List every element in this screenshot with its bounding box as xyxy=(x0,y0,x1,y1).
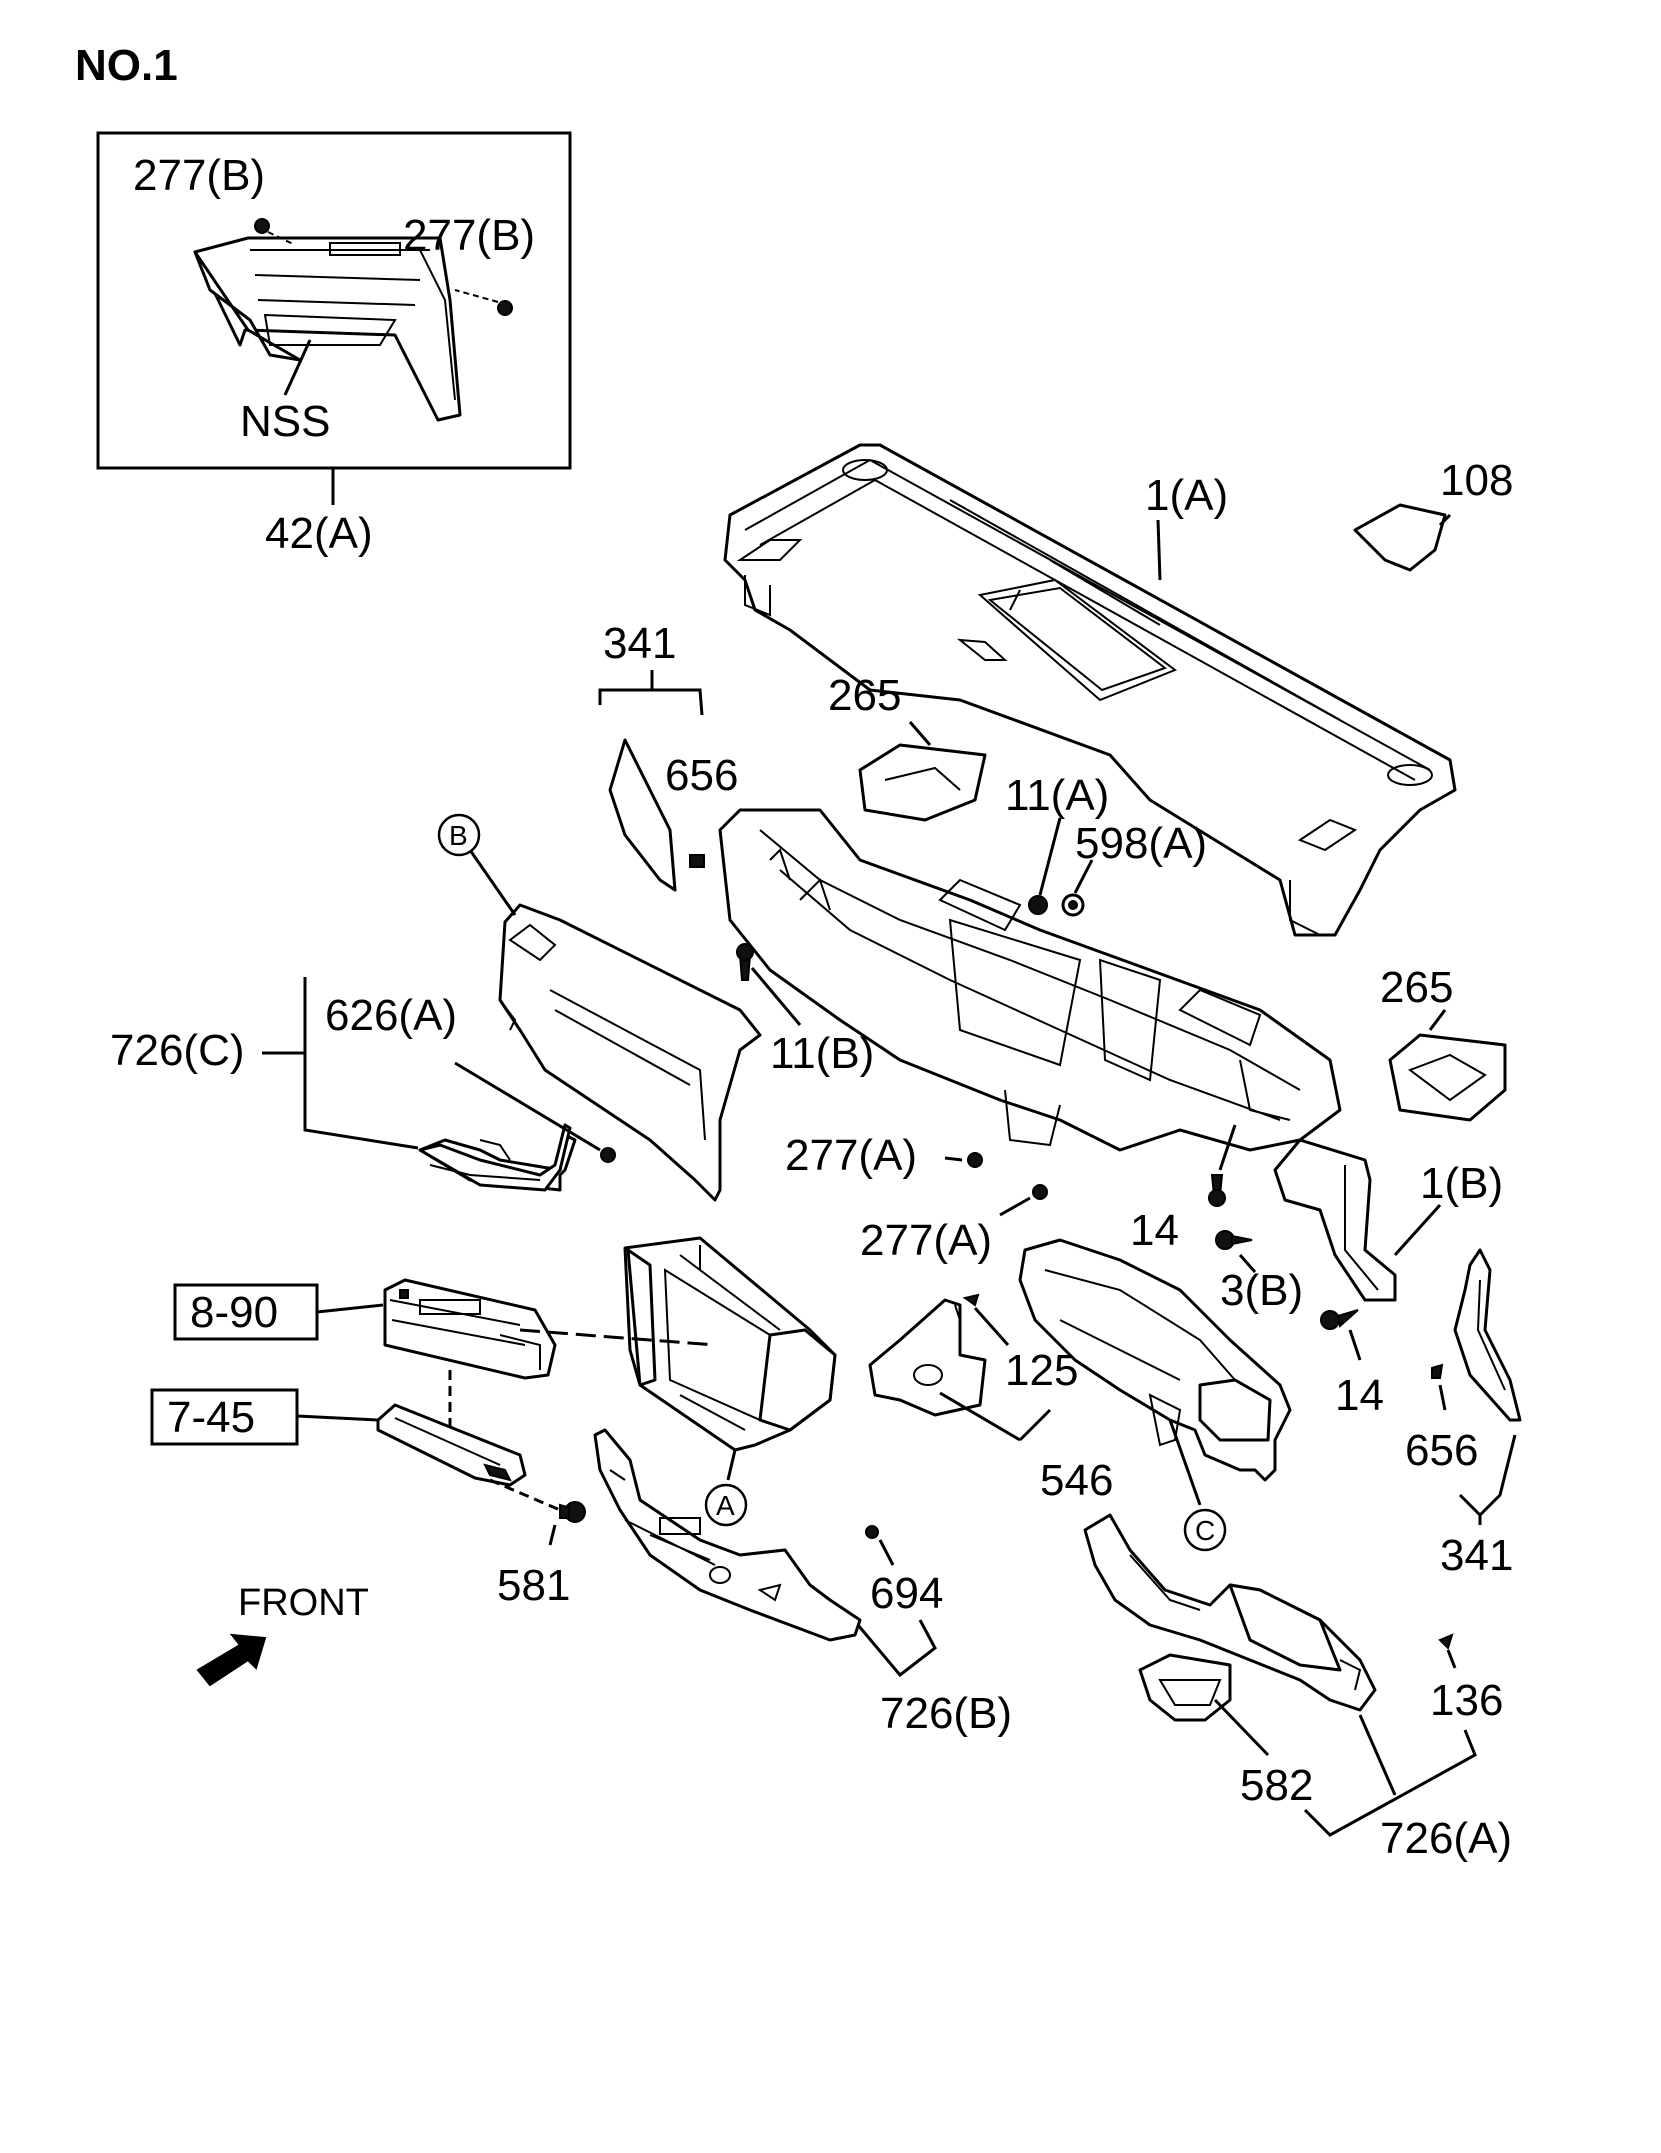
marker-A: A xyxy=(716,1490,735,1521)
callout-546: 546 xyxy=(1040,1456,1113,1505)
audio-unit xyxy=(383,1278,716,1380)
duct-265-top xyxy=(858,721,987,822)
front-arrow-icon xyxy=(196,1633,267,1687)
bracket-1B xyxy=(1273,1138,1442,1302)
callout-11B: 11(B) xyxy=(770,1029,874,1078)
screw-626A xyxy=(454,1061,616,1163)
callout-656-top: 656 xyxy=(665,751,738,800)
ref-box-8-90[interactable]: 8-90 xyxy=(173,1283,319,1341)
callout-277B-right: 277(B) xyxy=(403,211,535,260)
callout-277A-1: 277(A) xyxy=(785,1131,917,1180)
clip-277A-2 xyxy=(999,1184,1048,1217)
bracket-546 xyxy=(868,1298,1052,1442)
center-console-housing: A xyxy=(623,1236,837,1527)
cover-726C: B xyxy=(437,813,762,1202)
ref-7-45[interactable]: 7-45 xyxy=(167,1393,255,1442)
callout-598A: 598(A) xyxy=(1075,819,1207,868)
glovebox-latch xyxy=(329,242,401,256)
nut-598A xyxy=(1061,859,1094,917)
callout-656-bottom: 656 xyxy=(1405,1426,1478,1475)
callout-277B-left: 277(B) xyxy=(133,151,265,200)
callout-726A: 726(A) xyxy=(1380,1814,1512,1863)
callout-581: 581 xyxy=(497,1561,570,1610)
glovebox-part xyxy=(193,236,462,422)
clip-136 xyxy=(1438,1633,1457,1669)
marker-C-circle xyxy=(1183,1508,1227,1552)
clip-694 xyxy=(865,1525,895,1566)
callout-1B: 1(B) xyxy=(1420,1159,1503,1208)
duct-265-right xyxy=(1388,1009,1507,1122)
marker-B-circle xyxy=(437,813,481,857)
callout-3B: 3(B) xyxy=(1220,1266,1303,1315)
callout-125: 125 xyxy=(1005,1346,1078,1395)
callout-14-lower: 14 xyxy=(1335,1371,1384,1420)
panel-726A xyxy=(1083,1513,1377,1712)
pocket-582 xyxy=(1138,1653,1270,1757)
inset-glovebox-group: NSS 277(B) 277(B) 42(A) xyxy=(96,131,572,558)
ref-8-90[interactable]: 8-90 xyxy=(190,1288,278,1337)
callout-nss: NSS xyxy=(240,397,330,446)
bracket-341-right xyxy=(1431,1248,1522,1525)
screw-3B xyxy=(1215,1230,1257,1273)
screw-14-lower xyxy=(1320,1309,1362,1361)
callout-14-upper: 14 xyxy=(1130,1206,1179,1255)
clip-125 xyxy=(962,1293,1010,1346)
screw-277B-left xyxy=(254,218,296,246)
callout-582: 582 xyxy=(1240,1761,1313,1810)
panel-726B xyxy=(593,1428,862,1642)
marker-A-circle xyxy=(704,1483,748,1527)
callout-11A: 11(A) xyxy=(1005,771,1109,820)
callout-108: 108 xyxy=(1440,456,1513,505)
page-title: NO.1 xyxy=(75,41,178,90)
callout-136: 136 xyxy=(1430,1676,1503,1725)
callout-626A: 626(A) xyxy=(325,991,457,1040)
bracket-341-left xyxy=(598,670,705,892)
ref-box-7-45[interactable]: 7-45 xyxy=(150,1388,299,1446)
cluster-bezel: C xyxy=(1018,1238,1292,1552)
screw-11A xyxy=(1028,817,1062,915)
callout-726B: 726(B) xyxy=(880,1689,1012,1738)
part-108 xyxy=(1353,503,1452,572)
marker-B: B xyxy=(449,820,468,851)
screw-11B xyxy=(736,943,802,1026)
instrument-panel-upper xyxy=(723,443,1457,937)
clip-277A-1 xyxy=(944,1152,983,1168)
screw-581 xyxy=(548,1501,586,1546)
callout-265-right: 265 xyxy=(1380,963,1453,1012)
callout-277A-2: 277(A) xyxy=(860,1216,992,1265)
callout-42A: 42(A) xyxy=(265,509,373,558)
callout-694: 694 xyxy=(870,1569,943,1618)
pocket-unit xyxy=(376,1370,561,1512)
callout-341-top: 341 xyxy=(603,619,676,668)
callout-265-top: 265 xyxy=(828,671,901,720)
callout-1A: 1(A) xyxy=(1145,471,1228,520)
cover-626A-lower xyxy=(418,1123,577,1192)
screw-14-upper xyxy=(1208,1124,1237,1207)
marker-C: C xyxy=(1195,1515,1215,1546)
callout-341-bottom: 341 xyxy=(1440,1531,1513,1580)
callout-726C: 726(C) xyxy=(110,1026,245,1075)
screw-277B-right xyxy=(454,289,513,316)
front-label: FRONT xyxy=(238,1582,369,1624)
